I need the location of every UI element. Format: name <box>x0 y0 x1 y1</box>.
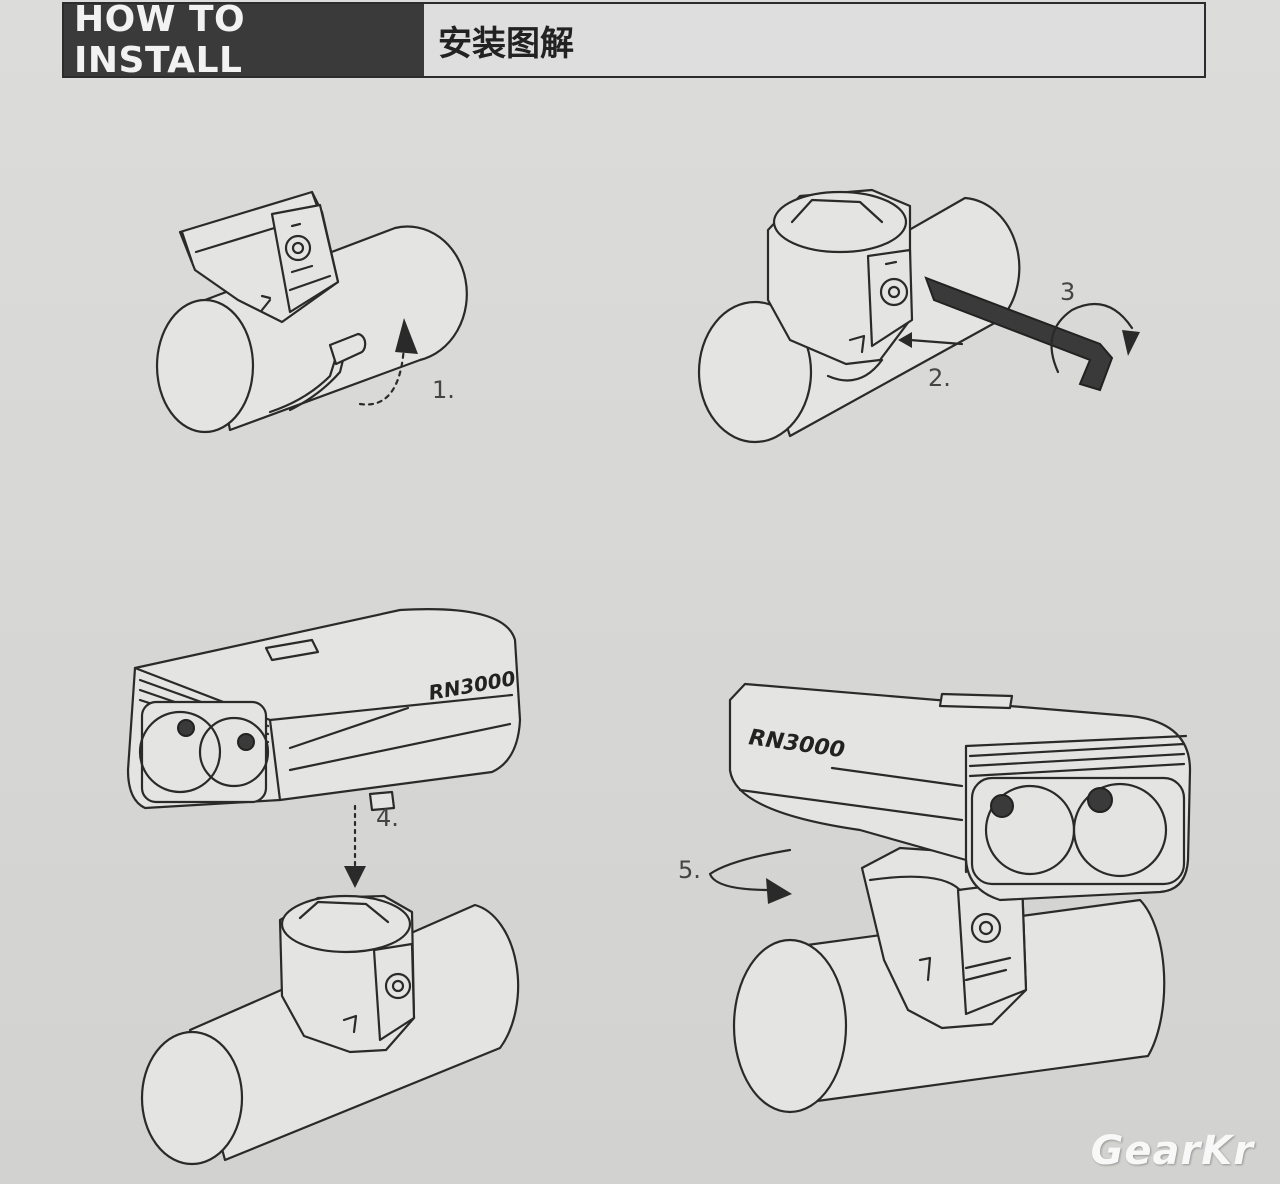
step5-rotate-arrow-icon <box>708 848 792 904</box>
strap-icon <box>268 332 367 414</box>
step-label-2: 2. <box>928 364 951 392</box>
step-label-4: 4. <box>376 804 399 832</box>
step1-rotate-arrow-icon <box>358 318 418 406</box>
step4-drop-arrow-icon <box>344 804 366 888</box>
section-header: HOW TO INSTALL 安装图解 <box>62 0 1206 81</box>
step4-mount-figure <box>140 894 520 1166</box>
step5-figure: RN3000 <box>708 682 1192 1114</box>
step4-light: RN3000 <box>126 608 522 812</box>
step2-insert-arrow-icon <box>898 332 964 348</box>
step-label-1: 1. <box>432 376 455 404</box>
bike-light-icon <box>728 682 1192 902</box>
watermark-logo: GearKr <box>1090 1128 1254 1174</box>
step2-figure <box>697 188 1140 444</box>
hex-key-icon <box>924 276 1114 392</box>
mount-bracket-icon <box>178 190 340 324</box>
header-title-en: HOW TO INSTALL <box>64 0 424 81</box>
step3-rotate-arrow-icon <box>1050 302 1140 374</box>
bike-light-icon <box>126 608 522 812</box>
mount-bracket-icon <box>278 894 416 1054</box>
step1-figure <box>155 190 468 434</box>
header-title-cn: 安装图解 <box>438 23 574 64</box>
step-label-3: 3 <box>1060 278 1075 306</box>
mount-bracket-icon <box>766 188 914 382</box>
step-label-5: 5. <box>678 856 701 884</box>
